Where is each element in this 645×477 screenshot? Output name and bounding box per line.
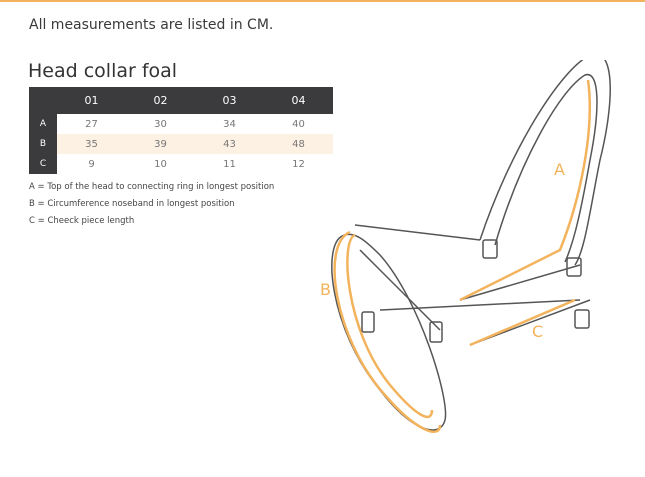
col-header: 02 [126,87,195,114]
cell: 43 [195,134,264,154]
table-header: 01 02 03 04 [29,87,333,114]
cell: 30 [154,118,167,130]
label-c: C [532,322,544,341]
cell: 10 [154,158,167,170]
row-key: C [29,154,57,174]
legend-c: C = Cheeck piece length [29,216,135,226]
head-collar-diagram [331,60,611,433]
cell: 48 [264,134,333,154]
cell: 9 [88,158,95,170]
legend: A = Top of the head to connecting ring i… [29,179,274,230]
cell: 40 [292,118,305,130]
row-key: A [29,114,57,134]
cell: 35 [57,134,126,154]
legend-a: A = Top of the head to connecting ring i… [29,182,275,192]
cell: 12 [292,158,305,170]
legend-b: B = Circumference noseband in longest po… [29,199,235,209]
top-accent-bar [0,0,645,2]
row-key: B [29,134,57,154]
col-header: 03 [195,87,264,114]
label-b: B [320,280,331,299]
col-header: 04 [264,87,333,114]
label-a: A [554,160,565,179]
cell: 27 [85,118,98,130]
page-title: Head collar foal [28,60,178,82]
table-row: C 9 10 11 12 [29,154,333,174]
table-row: A 27 30 34 40 [29,114,333,134]
cell: 39 [126,134,195,154]
cell: 11 [223,158,236,170]
cell: 34 [223,118,236,130]
col-header: 01 [57,87,126,114]
intro-text: All measurements are listed in CM. [29,17,274,33]
